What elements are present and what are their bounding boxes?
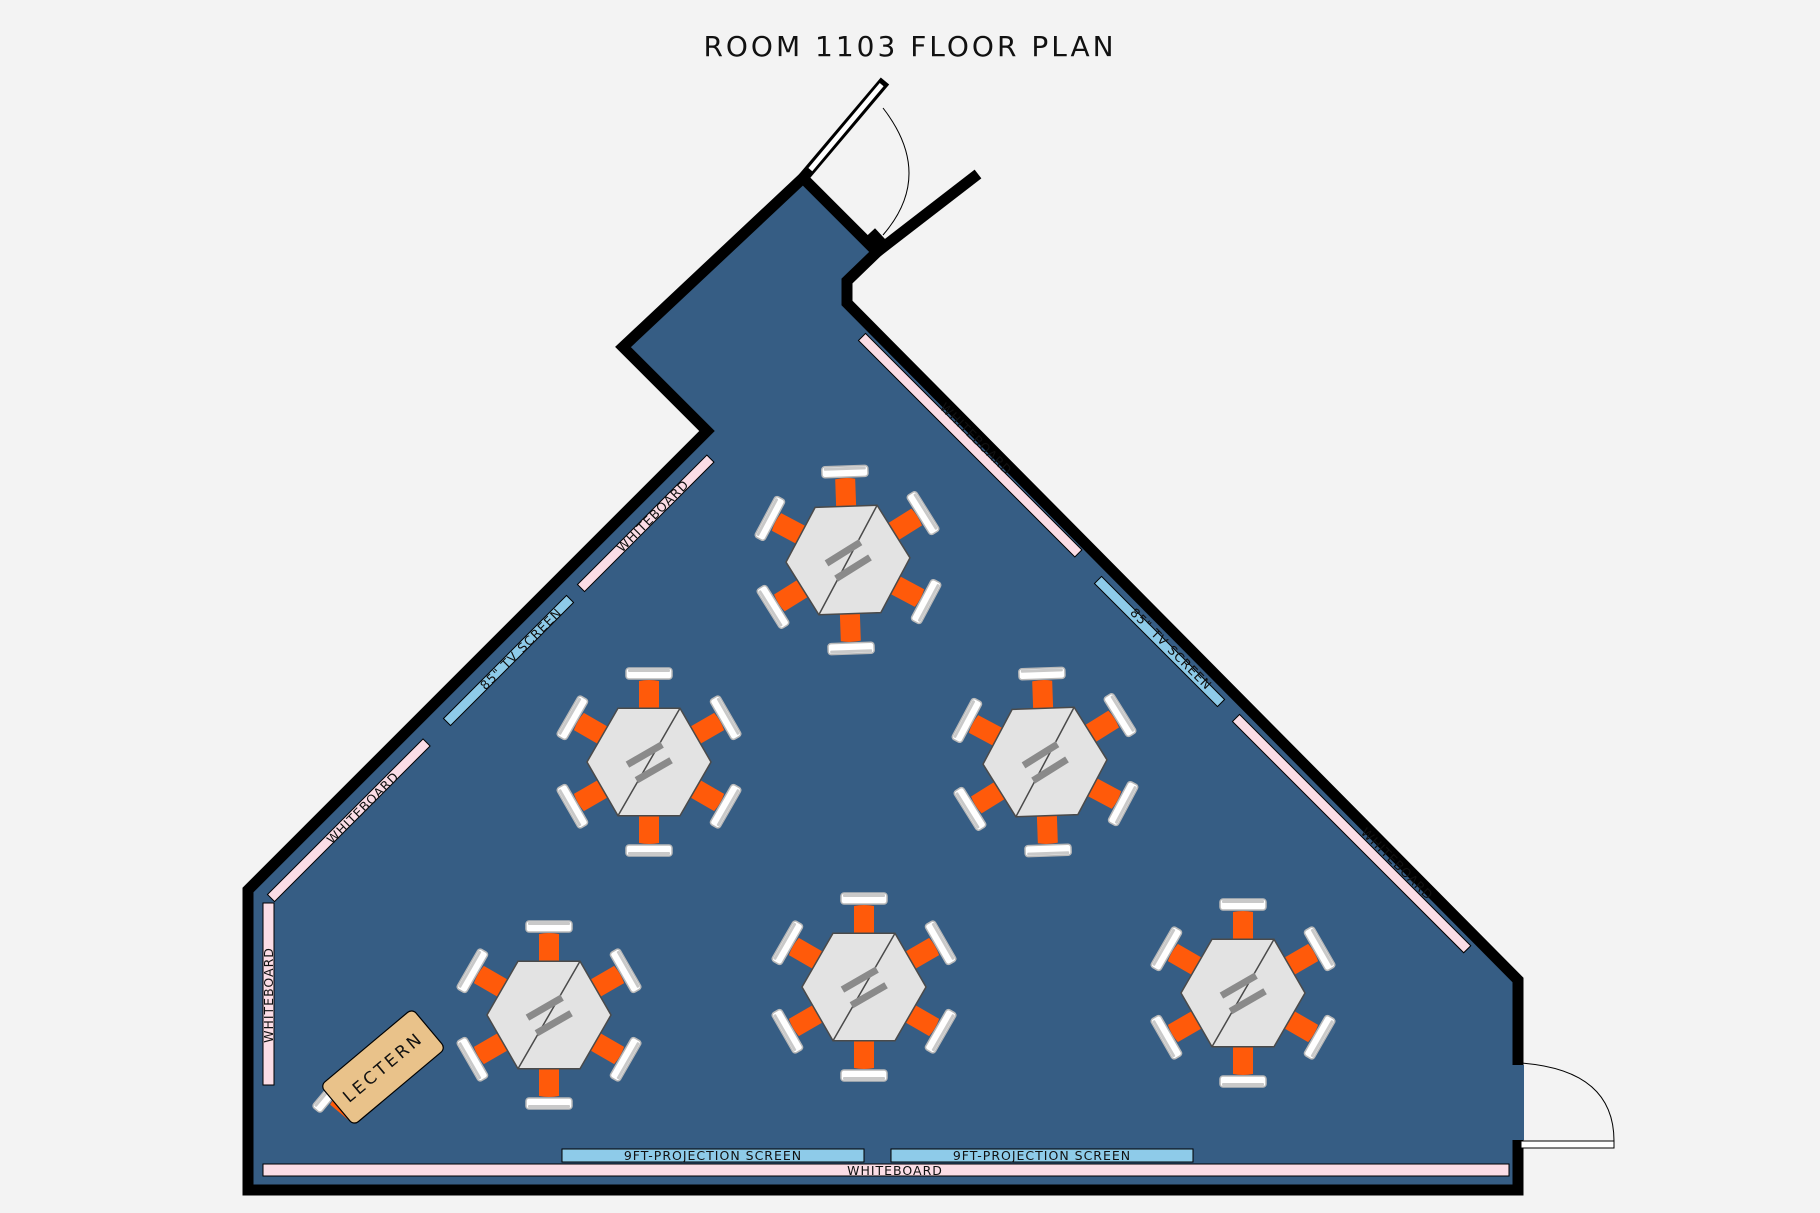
door-top[interactable] bbox=[806, 81, 910, 236]
page-title: ROOM 1103 FLOOR PLAN bbox=[703, 30, 1117, 63]
room-floor bbox=[248, 178, 1518, 1190]
whiteboard-label-bottom: WHITEBOARD bbox=[847, 1163, 943, 1178]
wall-fixtures bbox=[262, 332, 1510, 1177]
projection-screen-label-right: 9FT-PROJECTION SCREEN bbox=[953, 1148, 1131, 1163]
room-walls bbox=[242, 170, 1524, 1196]
whiteboard-label-left-vertical: WHITEBOARD bbox=[261, 947, 276, 1043]
projection-screen-label-left: 9FT-PROJECTION SCREEN bbox=[624, 1148, 802, 1163]
corridor-wall-right bbox=[873, 169, 982, 257]
door-right[interactable] bbox=[1512, 1062, 1615, 1149]
